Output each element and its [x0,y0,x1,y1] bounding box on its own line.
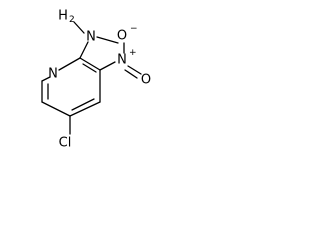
bond-c2-c3 [79,57,101,71]
bond-c3-nnitro [99,61,116,71]
atom-ring-n: N [48,67,58,82]
atom-hydrazine-n: N [86,30,96,45]
atom-nitro-n-charge: + [129,48,137,58]
bond-c4-c5 [69,101,101,117]
bond-c2-c3-inner [82,63,97,73]
bond-nhydrazine-methyl [96,36,119,44]
bond-nnitro-obottom-2 [124,69,138,79]
atom-nitro-o-top-symbol: O [117,29,127,44]
atom-nh2-subscript: 2 [69,15,75,25]
atom-cl: Cl [59,136,72,151]
bond-c4-c5-inner [71,98,95,111]
bond-c2-nhydrazine [79,41,89,59]
bond-nhydrazine-nh2 [73,21,85,34]
atom-nitro-o-bottom: O [141,73,151,88]
nitro-group [99,42,142,79]
bond-c5-c6 [41,101,71,117]
hydrazine-group [73,21,119,59]
pyridine-ring [41,57,101,117]
atom-nitro-n: N + [117,48,136,68]
bond-n1-c2 [58,57,81,71]
bond-nnitro-obottom [127,65,142,75]
atom-nh2-h: H [58,9,68,24]
atom-nitro-o-top-charge: − [130,24,138,34]
molecule-structure: N H 2 N N + O − O Cl [41,9,151,151]
atom-nitro-o-top: O − [117,24,138,44]
atom-nh2: H 2 [58,9,75,26]
atom-nitro-n-symbol: N [117,53,127,68]
bond-c6-n1-top [41,76,51,82]
